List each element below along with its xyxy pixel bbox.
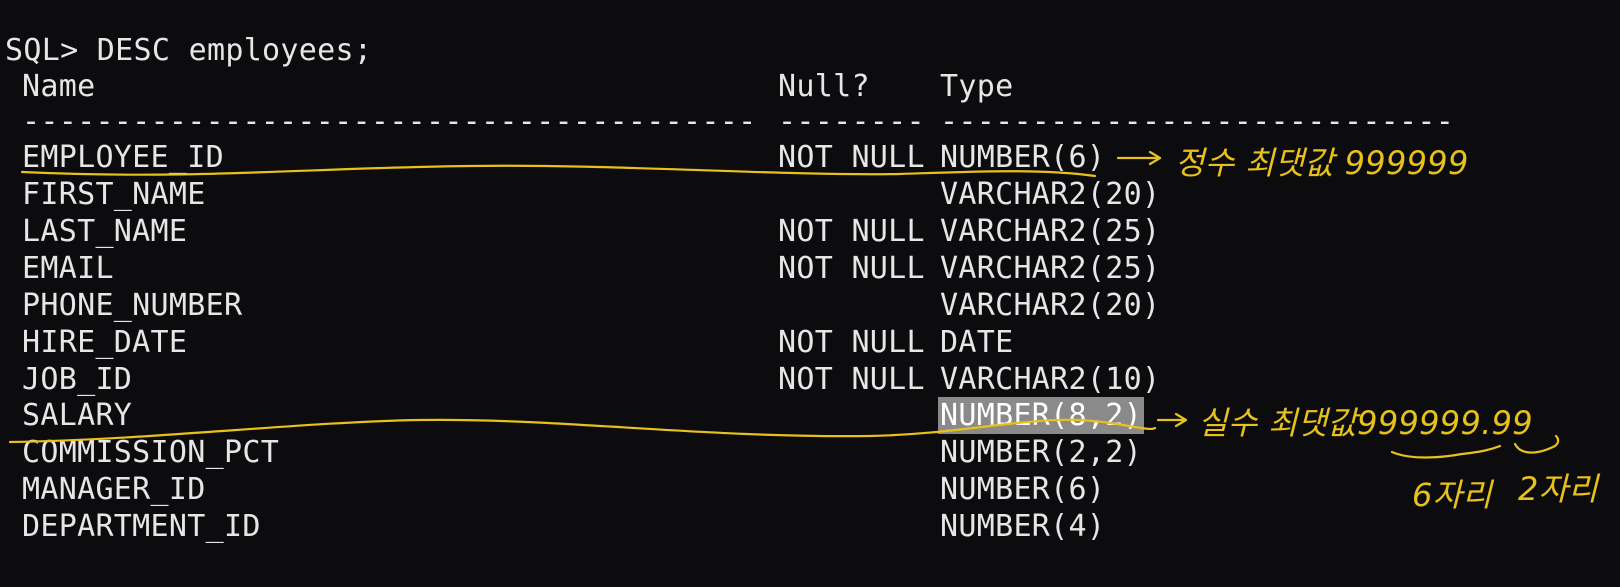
table-row: FIRST_NAME VARCHAR2(20) xyxy=(0,176,1160,213)
header-null: Null? xyxy=(778,69,870,104)
column-type: NUMBER(4) xyxy=(940,509,1106,544)
header-name: Name xyxy=(22,69,96,104)
column-null: NOT NULL xyxy=(778,214,925,249)
command-line: SQL> DESC employees; xyxy=(0,32,372,69)
column-name: PHONE_NUMBER xyxy=(22,288,243,323)
selected-text[interactable]: NUMBER(8,2) xyxy=(938,397,1144,434)
table-row: JOB_ID NOT NULL VARCHAR2(10) xyxy=(0,361,1160,398)
column-type: VARCHAR2(25) xyxy=(940,251,1161,286)
table-row: MANAGER_ID NUMBER(6) xyxy=(0,471,1105,508)
column-type: NUMBER(6) xyxy=(940,140,1106,175)
column-name: LAST_NAME xyxy=(22,214,188,249)
separator-null: -------- xyxy=(778,104,925,139)
column-name: HIRE_DATE xyxy=(22,325,188,360)
table-row: EMPLOYEE_ID NOT NULL NUMBER(6) xyxy=(0,139,1105,176)
column-name: FIRST_NAME xyxy=(22,177,206,212)
annotation-two-digits: 2자리 xyxy=(1518,470,1599,508)
column-name: SALARY xyxy=(22,398,133,433)
separator-type: ---------------------------- xyxy=(940,104,1455,139)
column-name: JOB_ID xyxy=(22,362,133,397)
column-type: VARCHAR2(20) xyxy=(940,288,1161,323)
column-name: DEPARTMENT_ID xyxy=(22,509,261,544)
table-row: EMAIL NOT NULL VARCHAR2(25) xyxy=(0,250,1160,287)
arrow-salary xyxy=(1156,412,1188,428)
brace-integer-digits xyxy=(1390,444,1502,459)
separator-row: ----------------------------------------… xyxy=(0,103,1454,140)
column-name: MANAGER_ID xyxy=(22,472,206,507)
column-type: DATE xyxy=(940,325,1014,360)
column-type: VARCHAR2(20) xyxy=(940,177,1161,212)
column-name: EMAIL xyxy=(22,251,114,286)
table-row: HIRE_DATE NOT NULL DATE xyxy=(0,324,1013,361)
table-row: LAST_NAME NOT NULL VARCHAR2(25) xyxy=(0,213,1160,250)
column-null: NOT NULL xyxy=(778,140,925,175)
table-row: PHONE_NUMBER VARCHAR2(20) xyxy=(0,287,1160,324)
sql-prompt: SQL> DESC employees; xyxy=(5,33,373,68)
column-null: NOT NULL xyxy=(778,251,925,286)
table-row: SALARY NUMBER(8,2) xyxy=(0,397,1144,434)
column-name: EMPLOYEE_ID xyxy=(22,140,224,175)
table-row: COMMISSION_PCT NUMBER(2,2) xyxy=(0,434,1142,471)
table-row: DEPARTMENT_ID NUMBER(4) xyxy=(0,508,1105,545)
annotation-real-max: 실수 최댓값999999.99 xyxy=(1198,404,1533,442)
column-type: VARCHAR2(25) xyxy=(940,214,1161,249)
column-type: NUMBER(6) xyxy=(940,472,1106,507)
arrow-employee-id xyxy=(1116,150,1162,166)
header-type: Type xyxy=(940,69,1014,104)
header-row: Name Null? Type xyxy=(0,68,1013,105)
column-null: NOT NULL xyxy=(778,362,925,397)
column-type: NUMBER(2,2) xyxy=(940,435,1142,470)
column-name: COMMISSION_PCT xyxy=(22,435,280,470)
annotation-six-digits: 6자리 xyxy=(1412,476,1493,514)
separator-name: ---------------------------------------- xyxy=(22,104,757,139)
annotation-integer-max: 정수 최댓값 999999 xyxy=(1175,144,1469,182)
column-null: NOT NULL xyxy=(778,325,925,360)
column-type: VARCHAR2(10) xyxy=(940,362,1161,397)
